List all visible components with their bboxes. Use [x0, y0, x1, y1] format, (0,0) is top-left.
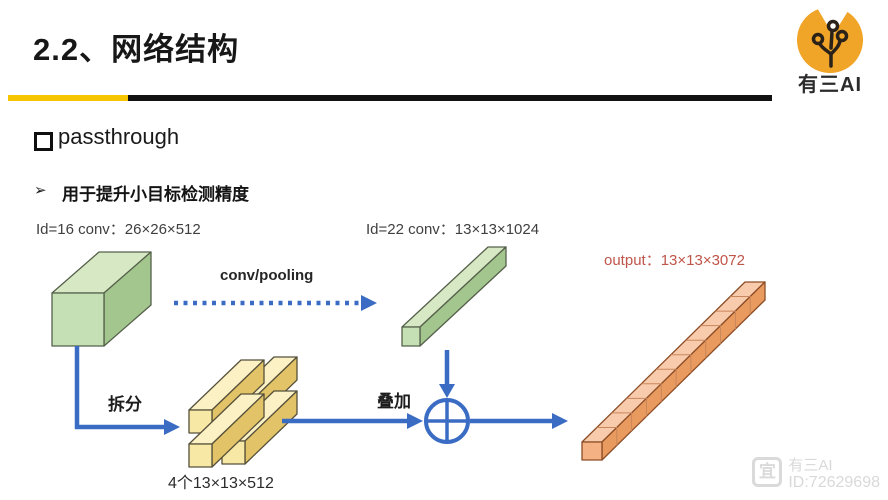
brand-logo-text: 有三AI: [798, 74, 862, 96]
output-bar-slice-lines: [596, 296, 751, 446]
arrow-bullet-icon: ➢: [34, 182, 47, 199]
watermark: 宜 有三AI ID:72629698: [752, 457, 880, 492]
branch-circuit-icon: [811, 19, 849, 68]
watermark-icon: 宜: [752, 457, 783, 487]
output-tensor-bar: [581, 281, 766, 461]
mid-tensor-label: Id=22 conv：13×13×1024: [366, 221, 540, 238]
divider-black-segment: [128, 95, 772, 101]
watermark-brand: 有三AI: [788, 457, 833, 474]
conv-pooling-label: conv/pooling: [220, 267, 314, 284]
split-arrow: [74, 346, 180, 435]
divider-yellow-segment: [8, 95, 128, 101]
input-tensor-label: Id=16 conv：26×26×512: [36, 221, 201, 238]
stack-down-arrow: [439, 350, 455, 398]
split-label: 拆分: [108, 395, 142, 414]
adder-output-arrow: [470, 413, 568, 429]
stack-label: 叠加: [377, 392, 411, 411]
passthrough-diagram: [51, 246, 766, 468]
boxes-to-adder-arrow: [282, 413, 423, 429]
square-bullet-icon: [34, 132, 53, 151]
watermark-id: ID:72629698: [788, 474, 880, 491]
four-boxes-label: 4个13×13×512: [168, 475, 274, 492]
brand-logo-icon: [797, 6, 863, 73]
split-bar-bottom-left: [188, 393, 265, 468]
page-title: 2.2、网络结构: [33, 32, 240, 67]
output-tensor-label: output：13×13×3072: [604, 252, 745, 269]
section-heading: passthrough: [58, 124, 180, 149]
input-tensor-box: [51, 251, 152, 347]
split-tensor-bars: [188, 356, 298, 468]
mid-tensor-bar: [401, 246, 507, 347]
brand-logo: 有三AI: [778, 2, 882, 97]
bullet-text: 用于提升小目标检测精度: [62, 185, 249, 204]
conv-pooling-arrow: [174, 295, 377, 311]
adder-circle: [424, 398, 470, 444]
